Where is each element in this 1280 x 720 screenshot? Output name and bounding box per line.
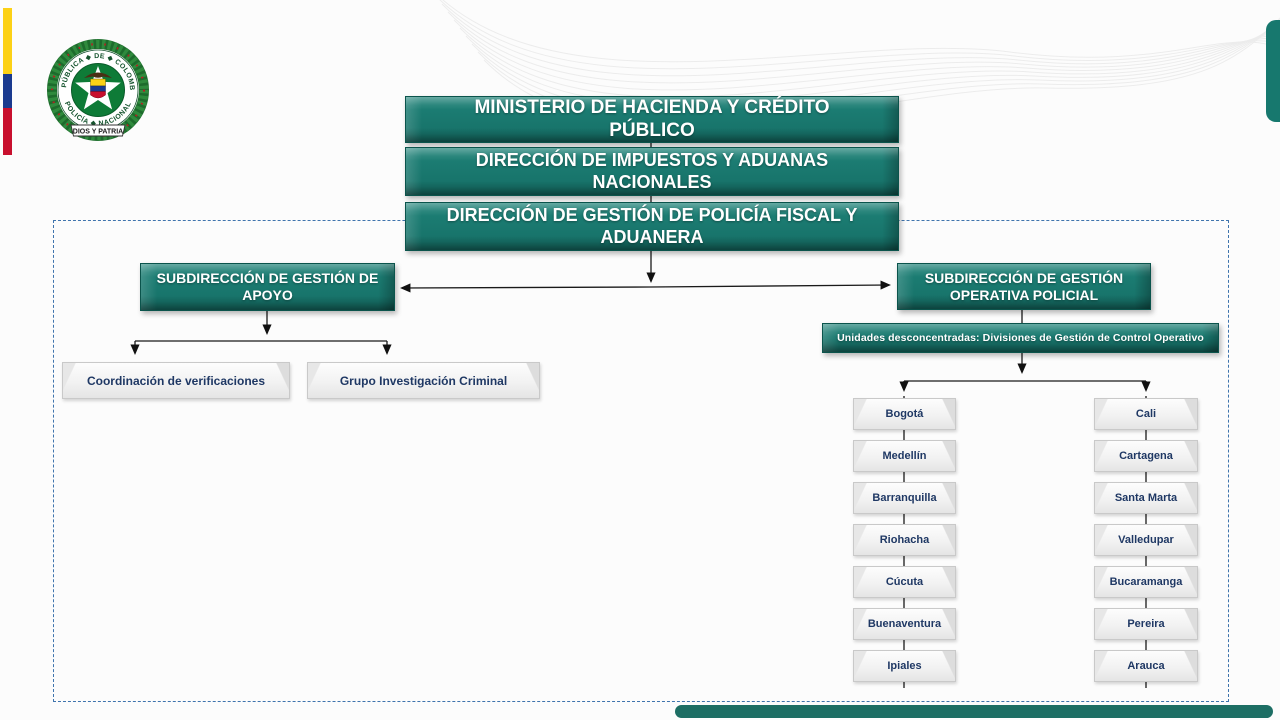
flag-blue-band — [3, 74, 12, 108]
policia-nacional-logo: REPÚBLICA ◆ DE ◆ COLOMBIA POLICÍA ◆ NACI… — [46, 38, 149, 141]
city-box-ipiales: Ipiales — [853, 650, 956, 682]
ministerio-box: MINISTERIO DE HACIENDA Y CRÉDITO PÚBLICO — [405, 96, 899, 143]
dian-box: DIRECCIÓN DE IMPUESTOS Y ADUANAS NACIONA… — [405, 147, 899, 196]
coordinacion-verificaciones-label: Coordinación de verificaciones — [86, 373, 266, 388]
city-label: Riohacha — [879, 534, 930, 546]
city-label: Bogotá — [885, 408, 924, 420]
city-box-santa-marta: Santa Marta — [1094, 482, 1198, 514]
logo-banner-text: DIOS Y PATRIA — [73, 129, 123, 136]
city-box-riohacha: Riohacha — [853, 524, 956, 556]
city-box-medellin: Medellín — [853, 440, 956, 472]
city-box-cucuta: Cúcuta — [853, 566, 956, 598]
city-label: Pereira — [1127, 618, 1165, 630]
city-box-cartagena: Cartagena — [1094, 440, 1198, 472]
logo-banner: DIOS Y PATRIA — [70, 124, 126, 137]
city-box-buenaventura: Buenaventura — [853, 608, 956, 640]
polfa-box: DIRECCIÓN DE GESTIÓN DE POLICÍA FISCAL Y… — [405, 202, 899, 251]
unidades-desconcentradas-box: Unidades desconcentradas: Divisiones de … — [822, 323, 1219, 353]
coordinacion-verificaciones-box: Coordinación de verificaciones — [62, 362, 290, 399]
city-label: Medellín — [882, 450, 927, 462]
city-label: Ipiales — [887, 660, 922, 672]
city-column-left: Bogotá Medellín Barranquilla Riohacha Cú… — [853, 398, 956, 682]
city-label: Cali — [1135, 408, 1157, 420]
city-column-right: Cali Cartagena Santa Marta Valledupar Bu… — [1094, 398, 1198, 682]
subdireccion-apoyo-label: SUBDIRECCIÓN DE GESTIÓN DE APOYO — [156, 270, 379, 303]
city-box-pereira: Pereira — [1094, 608, 1198, 640]
side-accent-tab — [1266, 20, 1280, 122]
logo-condor — [84, 72, 112, 78]
logo-shield — [90, 78, 106, 99]
city-box-bogota: Bogotá — [853, 398, 956, 430]
city-label: Arauca — [1127, 660, 1165, 672]
subdireccion-operativa-box: SUBDIRECCIÓN DE GESTIÓN OPERATIVA POLICI… — [897, 263, 1151, 310]
city-box-valledupar: Valledupar — [1094, 524, 1198, 556]
subdireccion-apoyo-box: SUBDIRECCIÓN DE GESTIÓN DE APOYO — [140, 263, 395, 311]
city-label: Cartagena — [1119, 450, 1173, 462]
dian-label: DIRECCIÓN DE IMPUESTOS Y ADUANAS NACIONA… — [475, 150, 829, 192]
city-box-cali: Cali — [1094, 398, 1198, 430]
city-box-arauca: Arauca — [1094, 650, 1198, 682]
bottom-accent-bar — [675, 705, 1273, 718]
colombia-flag-stripe — [3, 8, 12, 155]
unidades-desconcentradas-label: Unidades desconcentradas: Divisiones de … — [837, 331, 1204, 344]
grupo-investigacion-box: Grupo Investigación Criminal — [307, 362, 540, 399]
city-label: Cúcuta — [885, 576, 924, 588]
city-label: Buenaventura — [867, 618, 942, 630]
city-box-bucaramanga: Bucaramanga — [1094, 566, 1198, 598]
city-label: Bucaramanga — [1109, 576, 1183, 588]
city-label: Barranquilla — [872, 492, 937, 504]
city-box-barranquilla: Barranquilla — [853, 482, 956, 514]
subdireccion-operativa-label: SUBDIRECCIÓN DE GESTIÓN OPERATIVA POLICI… — [924, 269, 1124, 303]
flag-yellow-band — [3, 8, 12, 74]
ministerio-label: MINISTERIO DE HACIENDA Y CRÉDITO PÚBLICO — [474, 97, 830, 141]
flag-red-band — [3, 108, 12, 155]
city-label: Santa Marta — [1114, 492, 1178, 504]
polfa-label: DIRECCIÓN DE GESTIÓN DE POLICÍA FISCAL Y… — [446, 205, 858, 247]
grupo-investigacion-label: Grupo Investigación Criminal — [339, 373, 508, 388]
city-label: Valledupar — [1118, 534, 1174, 546]
